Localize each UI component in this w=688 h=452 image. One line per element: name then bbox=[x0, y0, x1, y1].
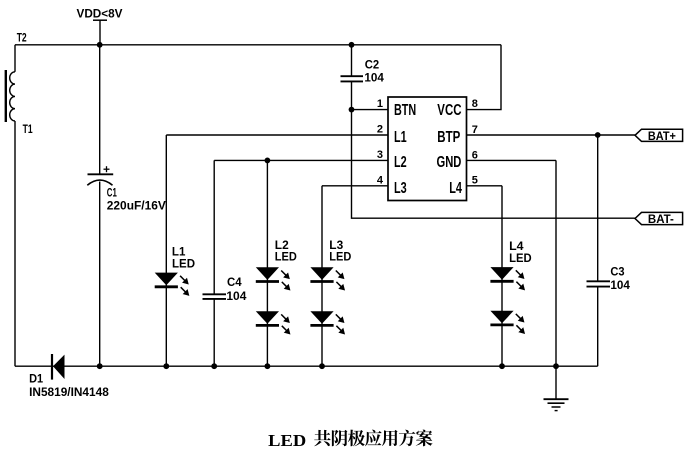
svg-text:220uF/16V: 220uF/16V bbox=[107, 198, 166, 212]
svg-text:LED: LED bbox=[275, 250, 297, 264]
svg-text:104: 104 bbox=[610, 278, 630, 292]
svg-text:LED: LED bbox=[268, 431, 306, 450]
svg-text:VDD<8V: VDD<8V bbox=[77, 6, 123, 20]
svg-text:4: 4 bbox=[377, 174, 384, 186]
svg-text:L2: L2 bbox=[394, 154, 407, 171]
svg-text:BAT-: BAT- bbox=[648, 212, 674, 226]
svg-text:3: 3 bbox=[377, 149, 383, 161]
svg-text:C3: C3 bbox=[610, 265, 624, 279]
svg-text:6: 6 bbox=[472, 149, 478, 161]
svg-text:L3: L3 bbox=[394, 180, 407, 197]
svg-text:8: 8 bbox=[472, 98, 478, 110]
svg-text:LED: LED bbox=[172, 256, 195, 270]
svg-text:BAT+: BAT+ bbox=[648, 129, 676, 143]
svg-text:104: 104 bbox=[364, 71, 384, 85]
svg-text:LED: LED bbox=[329, 250, 351, 264]
svg-text:104: 104 bbox=[226, 289, 246, 303]
svg-text:L4: L4 bbox=[509, 239, 524, 253]
svg-text:T2: T2 bbox=[17, 30, 27, 44]
svg-text:VCC: VCC bbox=[437, 102, 461, 119]
svg-text:IN5819/IN4148: IN5819/IN4148 bbox=[29, 385, 109, 399]
svg-text:C2: C2 bbox=[365, 57, 380, 71]
svg-text:L2: L2 bbox=[275, 238, 289, 252]
svg-text:7: 7 bbox=[472, 124, 478, 136]
svg-text:L4: L4 bbox=[449, 180, 462, 197]
svg-text:2: 2 bbox=[377, 124, 383, 136]
svg-text:D1: D1 bbox=[29, 372, 43, 386]
svg-text:LED: LED bbox=[509, 251, 532, 265]
svg-text:C1: C1 bbox=[107, 185, 117, 199]
svg-text:L1: L1 bbox=[394, 129, 407, 146]
svg-text:C4: C4 bbox=[227, 275, 242, 289]
svg-text:BTN: BTN bbox=[394, 102, 416, 119]
svg-text:L3: L3 bbox=[329, 238, 343, 252]
svg-text:GND: GND bbox=[437, 154, 462, 171]
svg-text:BTP: BTP bbox=[437, 129, 460, 146]
svg-text:L1: L1 bbox=[172, 245, 186, 259]
svg-text:1: 1 bbox=[377, 98, 383, 110]
svg-text:5: 5 bbox=[472, 175, 478, 187]
svg-text:T1: T1 bbox=[23, 122, 33, 136]
